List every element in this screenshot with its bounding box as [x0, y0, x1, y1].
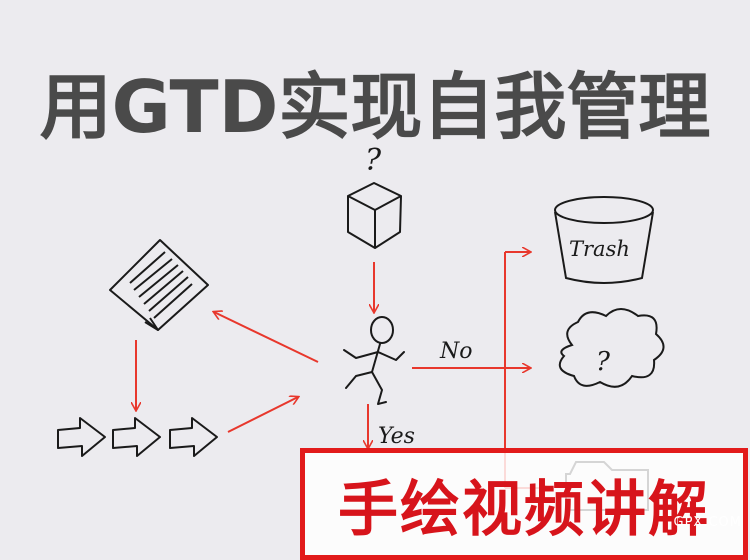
running-figure-icon — [343, 316, 405, 405]
arrow-outline-icon — [57, 417, 218, 457]
cloud-question-label: ? — [596, 347, 611, 377]
trash-label: Trash — [569, 237, 630, 261]
watermark: GPX.COM — [673, 515, 742, 530]
trash-bin-icon — [554, 196, 654, 284]
banner-text: 手绘视频讲解 — [338, 474, 710, 545]
document-icon — [109, 239, 209, 331]
cloud-icon — [558, 308, 665, 388]
page-title: 用GTD实现自我管理 — [39, 65, 711, 149]
video-banner: 手绘视频讲解 — [300, 448, 748, 560]
arrow-figure-to-document — [214, 312, 319, 363]
no-label: No — [439, 339, 473, 364]
arrow-arrows-to-figure — [227, 397, 298, 433]
question-mark-label: ? — [365, 143, 382, 178]
yes-label: Yes — [378, 424, 415, 449]
cube-icon — [347, 182, 402, 249]
